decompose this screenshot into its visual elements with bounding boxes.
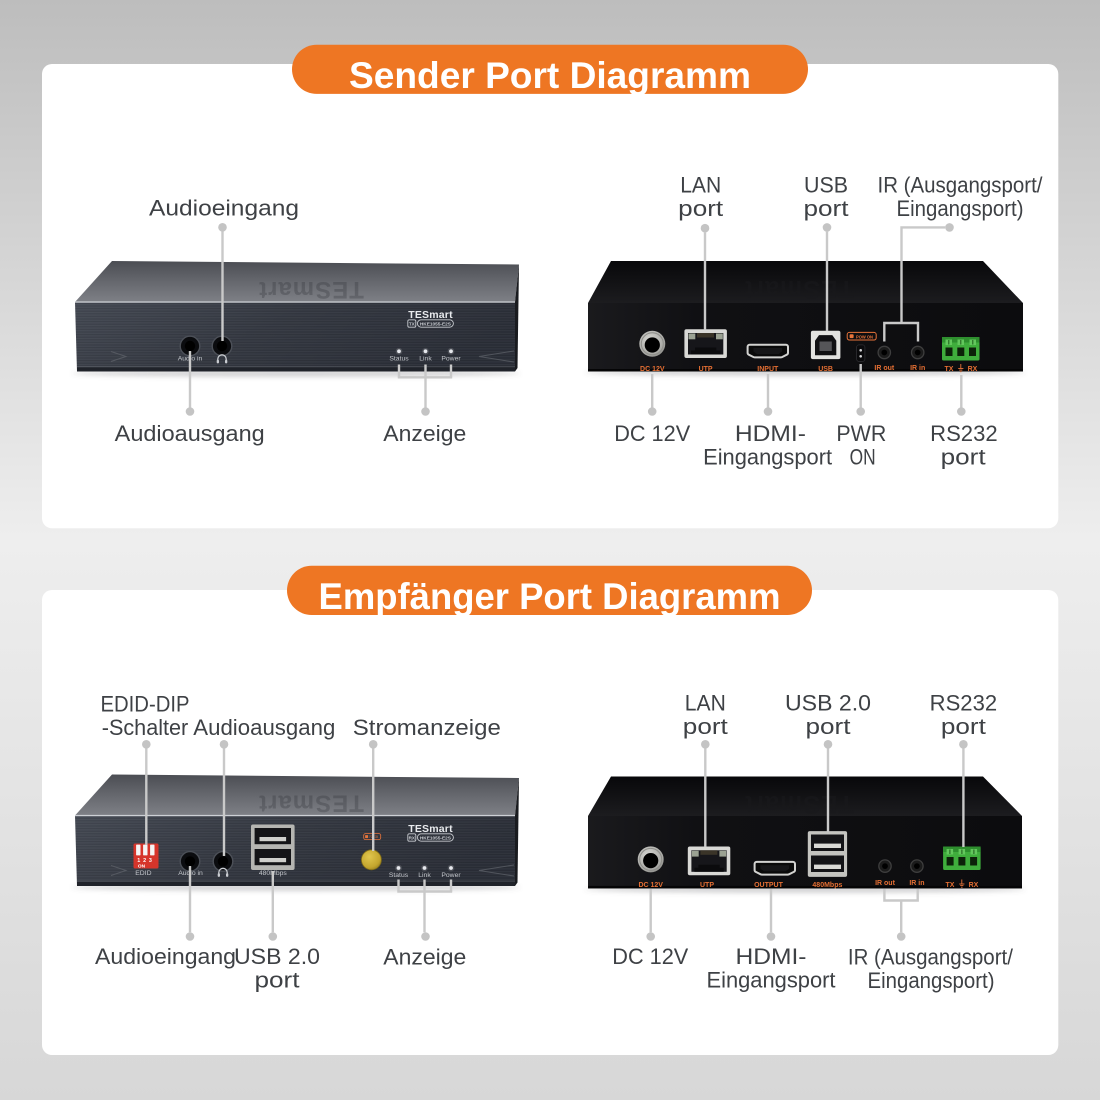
svg-text:HKE1055-E2S: HKE1055-E2S	[420, 836, 451, 841]
svg-text:port: port	[255, 967, 300, 992]
svg-text:IR (Ausgangsport/: IR (Ausgangsport/	[878, 173, 1044, 198]
svg-text:OUTPUT: OUTPUT	[754, 882, 784, 889]
svg-text:Audioeingang: Audioeingang	[149, 196, 299, 221]
svg-text:Audioeingang: Audioeingang	[95, 944, 236, 969]
svg-text:Link: Link	[418, 872, 431, 879]
svg-text:TESmart: TESmart	[258, 276, 364, 303]
svg-text:TX: TX	[946, 882, 955, 889]
svg-text:RS232: RS232	[930, 691, 998, 716]
svg-text:USB 2.0: USB 2.0	[785, 691, 871, 716]
svg-text:port: port	[683, 714, 728, 739]
svg-text:port: port	[804, 196, 849, 221]
svg-text:123: 123	[137, 858, 154, 864]
svg-text:HKE1055-E2S: HKE1055-E2S	[420, 322, 451, 327]
svg-text:IR out: IR out	[874, 365, 894, 372]
svg-text:-Schalter: -Schalter	[102, 715, 189, 740]
svg-text:RX: RX	[968, 366, 978, 373]
svg-text:PWR: PWR	[836, 421, 886, 446]
svg-text:Power: Power	[441, 872, 461, 879]
svg-text:TESmart: TESmart	[408, 309, 453, 321]
svg-text:Audioausgang: Audioausgang	[193, 715, 335, 740]
svg-text:port: port	[941, 444, 986, 469]
svg-text:Audioausgang: Audioausgang	[115, 421, 265, 446]
svg-text:USB: USB	[818, 366, 833, 373]
svg-text:IR in: IR in	[909, 880, 924, 887]
svg-text:Sender Port Diagramm: Sender Port Diagramm	[349, 55, 751, 96]
svg-text:Link: Link	[419, 355, 432, 362]
svg-text:DC 12V: DC 12V	[612, 944, 688, 969]
svg-text:RX: RX	[409, 836, 416, 841]
svg-text:IR out: IR out	[875, 880, 895, 887]
svg-text:LAN: LAN	[685, 691, 726, 716]
svg-text:Anzeige: Anzeige	[383, 421, 466, 446]
svg-text:Eingangsport): Eingangsport)	[868, 968, 995, 993]
svg-text:RX: RX	[969, 882, 979, 889]
svg-text:EDID-DIP: EDID-DIP	[101, 691, 190, 716]
svg-text:TESmart: TESmart	[744, 275, 854, 303]
svg-text:port: port	[678, 196, 723, 221]
svg-text:Eingangsport): Eingangsport)	[897, 196, 1024, 221]
svg-text:POW ON: POW ON	[856, 335, 874, 340]
svg-text:port: port	[806, 714, 851, 739]
svg-text:HDMI-: HDMI-	[735, 421, 806, 446]
svg-text:IR (Ausgangsport/: IR (Ausgangsport/	[848, 944, 1014, 969]
svg-text:HDMI-: HDMI-	[736, 944, 807, 969]
svg-text:Empfänger Port Diagramm: Empfänger Port Diagramm	[319, 576, 781, 617]
svg-text:Eingangsport: Eingangsport	[707, 967, 836, 992]
svg-text:ON: ON	[850, 444, 876, 469]
svg-text:TESmart: TESmart	[408, 823, 453, 835]
svg-text:TX: TX	[409, 322, 416, 327]
svg-text:IR in: IR in	[910, 365, 925, 372]
svg-text:Anzeige: Anzeige	[383, 944, 466, 969]
svg-text:EDID: EDID	[135, 870, 151, 877]
svg-text:Power: Power	[441, 355, 461, 362]
svg-text:INPUT: INPUT	[757, 366, 779, 373]
svg-text:UTP: UTP	[699, 366, 713, 373]
svg-text:RS232: RS232	[930, 421, 998, 446]
svg-text:TX: TX	[945, 366, 954, 373]
svg-text:ON: ON	[138, 863, 146, 869]
svg-text:USB 2.0: USB 2.0	[234, 944, 320, 969]
svg-text:port: port	[941, 714, 986, 739]
svg-text:DC 12V: DC 12V	[640, 366, 665, 373]
svg-text:LAN: LAN	[680, 173, 721, 198]
svg-text:TESmart: TESmart	[258, 790, 364, 817]
svg-text:USB: USB	[804, 173, 848, 198]
svg-text:480Mbps: 480Mbps	[812, 882, 842, 889]
svg-text:DC 12V: DC 12V	[614, 421, 690, 446]
svg-text:UTP: UTP	[700, 882, 714, 889]
svg-text:Stromanzeige: Stromanzeige	[353, 715, 501, 740]
svg-text:Status: Status	[389, 872, 409, 879]
svg-text:Status: Status	[389, 355, 409, 362]
svg-text:DC 12V: DC 12V	[638, 882, 663, 889]
svg-text:Eingangsport: Eingangsport	[703, 444, 832, 469]
svg-text:TESmart: TESmart	[744, 790, 854, 818]
